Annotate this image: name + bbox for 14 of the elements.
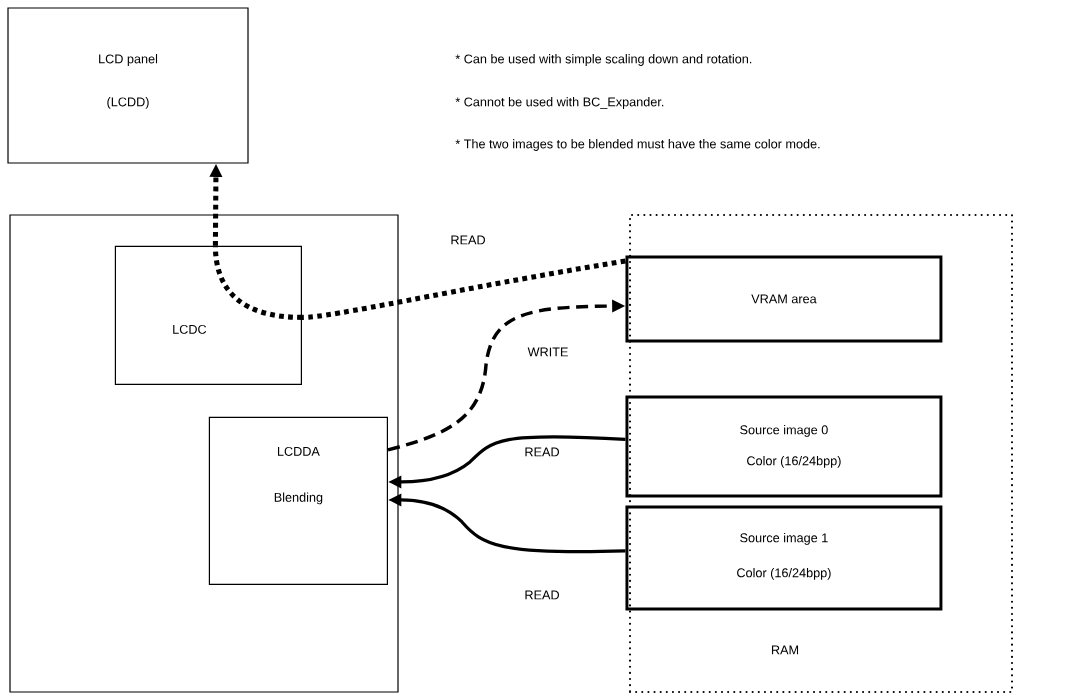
panel-box: LCD panel (LCDD) — [7, 7, 249, 164]
edge-label: READ — [448, 233, 488, 247]
memory-area-box: Source image 1 Color (16/24bpp) — [625, 505, 943, 611]
edge-label: READ — [522, 588, 562, 602]
note: * Cannot be used with BC_Expander. — [455, 97, 664, 109]
note: * Can be used with simple scaling down and rotation. — [455, 54, 752, 66]
edge-label: READ — [522, 445, 562, 459]
chip-box — [9, 214, 399, 693]
note: * The two images to be blended must have the same color mode. — [455, 139, 820, 151]
edge-label: WRITE — [525, 345, 571, 359]
memory-area-box: VRAM area — [625, 255, 943, 343]
process-box: LCDC — [114, 245, 303, 385]
process-box: LCDDA Blending — [208, 416, 388, 585]
memory-area-box: Source image 0 Color (16/24bpp) — [625, 395, 943, 498]
